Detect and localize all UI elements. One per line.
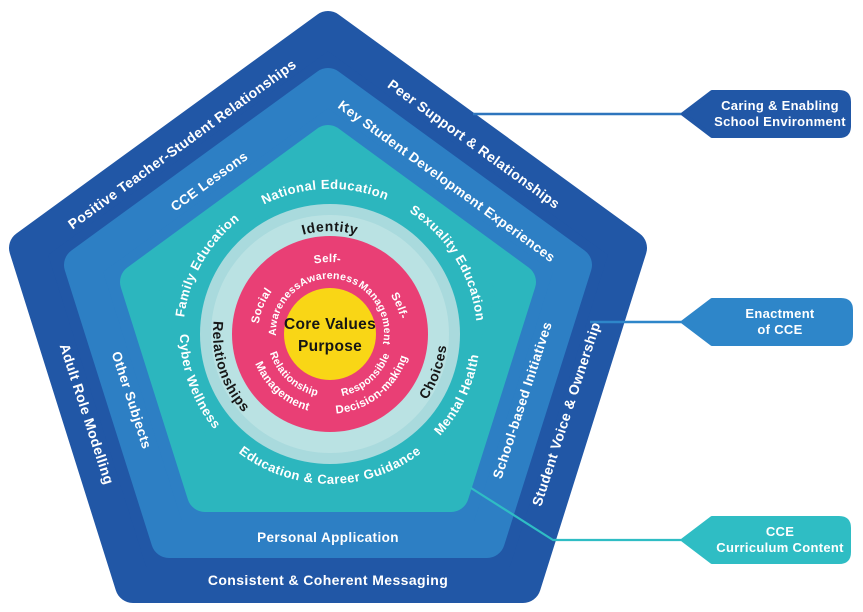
callout-curriculum-tag (681, 516, 851, 564)
callout-environment-tag (681, 90, 851, 138)
label-identity: Identity (300, 218, 360, 238)
callout-enactment-line2: of CCE (757, 322, 802, 337)
callout-enactment-line1: Enactment (745, 306, 815, 321)
callout-cce-curriculum-content: CCE Curriculum Content (681, 516, 851, 564)
callout-caring-enabling-school-environment: Caring & Enabling School Environment (681, 90, 851, 138)
label-consistent-coherent-messaging: Consistent & Coherent Messaging (208, 572, 448, 588)
callout-curriculum-line1: CCE (766, 524, 794, 539)
label-purpose: Purpose (298, 338, 362, 355)
label-personal-application: Personal Application (257, 530, 399, 545)
label-self-awareness-word1: Self- (313, 253, 342, 267)
callout-enactment-of-cce: Enactment of CCE (681, 298, 853, 346)
core-values-circle (284, 288, 376, 380)
connector-curriculum (470, 487, 697, 542)
callout-environment-line1: Caring & Enabling (721, 98, 839, 113)
callout-curriculum-line2: Curriculum Content (716, 540, 844, 555)
label-core-values: Core Values (284, 316, 376, 333)
callout-enactment-tag (681, 298, 853, 346)
callout-environment-line2: School Environment (714, 114, 846, 129)
